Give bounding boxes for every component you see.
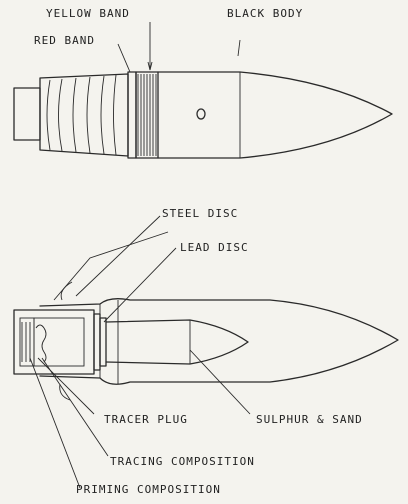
black-body <box>157 71 393 159</box>
label-tracer-plug: TRACER PLUG <box>104 413 188 426</box>
label-steel-disc: STEEL DISC <box>162 207 239 220</box>
sulphur-sand-cavity <box>105 319 249 365</box>
yellow-band <box>135 71 159 159</box>
label-yellow-band: YELLOW BAND <box>46 7 130 20</box>
sectional-projectile <box>13 231 399 401</box>
exterior-projectile <box>13 71 393 159</box>
label-black-body: BLACK BODY <box>227 7 304 20</box>
base-stub <box>13 87 41 141</box>
top-leaders <box>117 22 241 73</box>
label-red-band: RED BAND <box>34 34 95 47</box>
label-lead-disc: LEAD DISC <box>180 241 249 254</box>
bottom-leaders <box>29 215 251 489</box>
label-priming-composition: PRIMING COMPOSITION <box>76 483 221 496</box>
section-outer-body <box>39 298 399 385</box>
steel-disc <box>93 313 101 371</box>
red-band <box>127 71 137 159</box>
label-tracing-composition: TRACING COMPOSITION <box>110 455 255 468</box>
body-hole <box>196 108 206 120</box>
lead-disc <box>99 317 107 367</box>
label-sulphur-sand: SULPHUR & SAND <box>256 413 363 426</box>
